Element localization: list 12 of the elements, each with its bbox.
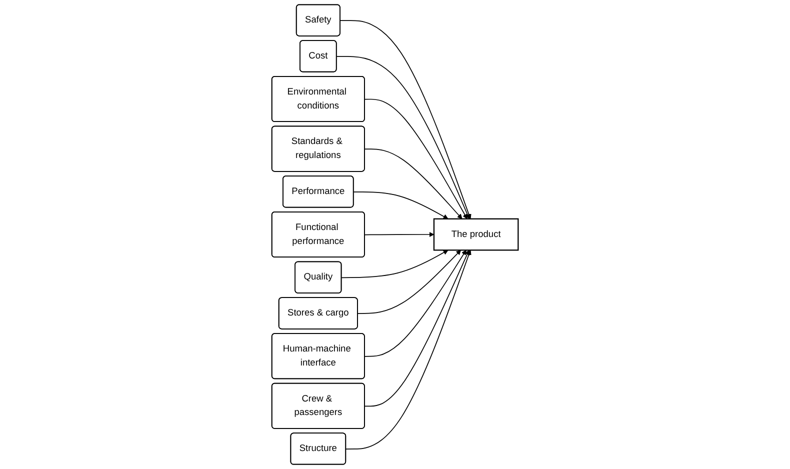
arrow bbox=[353, 191, 448, 220]
node-box: The product bbox=[433, 218, 519, 251]
arrow bbox=[364, 250, 470, 407]
arrow bbox=[341, 250, 448, 278]
arrow bbox=[364, 148, 462, 220]
arrow bbox=[336, 56, 470, 220]
arrow bbox=[346, 250, 472, 450]
arrow bbox=[364, 250, 466, 357]
arrow bbox=[364, 98, 468, 220]
arrow bbox=[364, 232, 434, 238]
arrow bbox=[340, 20, 472, 220]
arrow bbox=[357, 250, 462, 314]
